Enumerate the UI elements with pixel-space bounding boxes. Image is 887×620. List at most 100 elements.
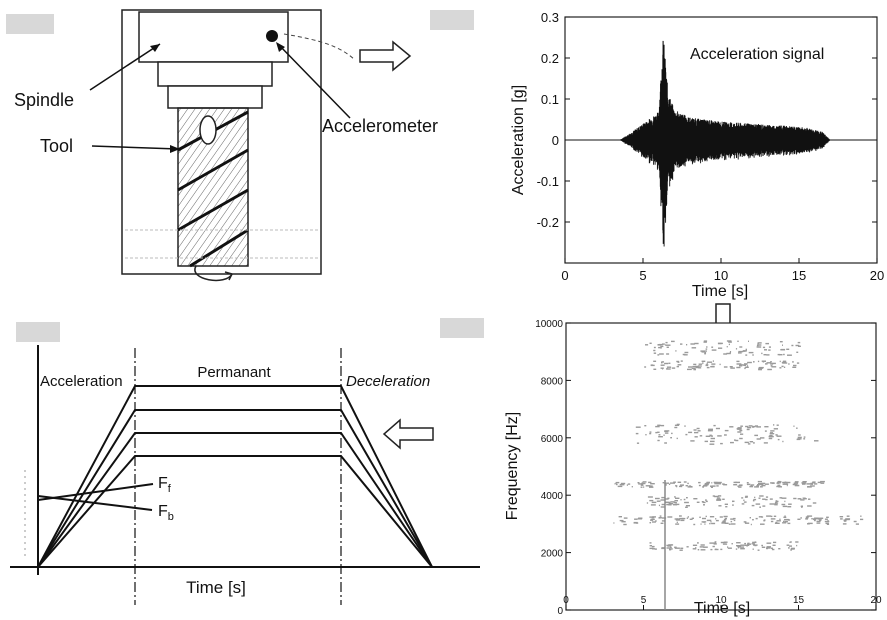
tool-body (177, 107, 249, 267)
spectrogram-cell (645, 344, 649, 346)
spectrogram-cell (623, 523, 627, 526)
spectrogram-cell (649, 432, 652, 435)
spectrogram-cell (744, 441, 749, 444)
spectrogram-cell (699, 546, 705, 548)
spectrogram-cell (621, 521, 626, 523)
spectrogram-cell (766, 546, 771, 548)
spectrogram-cell (778, 354, 783, 356)
spectrogram-cell (749, 517, 751, 519)
spectrogram-cell (740, 425, 743, 427)
spectrogram-cell (808, 498, 811, 500)
spectrogram-cell (760, 523, 765, 525)
spectrogram-cell (684, 351, 689, 354)
spectrogram-cell (680, 519, 685, 522)
spectrogram-cell (616, 483, 618, 486)
spectrogram-cell (700, 523, 702, 525)
spectrogram-cell (713, 481, 718, 484)
spectrogram-cell (671, 432, 673, 435)
spectrogram-cell (675, 350, 677, 352)
spectrogram-cell (724, 429, 729, 432)
spectrogram-cell (814, 440, 819, 442)
spectrogram-cell (664, 430, 670, 432)
spectrogram-y-tick-label: 6000 (541, 434, 564, 445)
spectrogram-cell (709, 516, 715, 518)
spectrogram-cell (726, 340, 732, 342)
spectrogram-cell (736, 363, 742, 365)
spectrogram-cell (730, 441, 734, 444)
spectrogram-cell (794, 481, 799, 483)
spectrogram-cell (737, 485, 740, 487)
spectrogram-cell (720, 541, 726, 544)
spectrogram-cell (732, 504, 734, 506)
spectrogram-cell (760, 437, 765, 439)
spectrogram-cell (742, 350, 747, 352)
spectrogram-cell (693, 429, 697, 431)
force-x-axis-label: Time [s] (186, 578, 246, 597)
signal-y-tick-label: -0.2 (537, 215, 559, 230)
spectrogram-cell (662, 343, 665, 345)
spectrogram-cell (758, 497, 761, 499)
spectrogram-cell (733, 519, 736, 522)
spectrogram-cell (766, 515, 772, 517)
spectrogram-cell (700, 544, 705, 546)
spectrogram-cell (768, 346, 771, 348)
spectrogram-cell (815, 518, 819, 520)
spectrogram-cell (690, 440, 695, 442)
spectrogram-cell (765, 363, 768, 365)
spectrogram-cell (753, 544, 758, 546)
spectrogram-cell (689, 518, 693, 520)
spectrogram-cell (668, 362, 671, 364)
ff-label: Ff (158, 475, 172, 495)
spectrogram-cell (707, 430, 713, 432)
flow-arrow-left-icon (382, 418, 434, 450)
spectrogram-cell (670, 546, 672, 548)
spectrogram-cell (619, 519, 624, 522)
spectrogram-cell (675, 523, 680, 525)
spectrogram-cell (735, 481, 740, 484)
spectrogram-cell (816, 522, 821, 524)
spectrogram-cell (784, 500, 786, 503)
spectrogram-cell (650, 504, 656, 506)
spectrogram-cell (690, 343, 695, 345)
spectrogram-cell (782, 505, 788, 508)
spectrogram-cell (657, 344, 661, 346)
spectrogram-cell (676, 365, 679, 368)
spectrogram-cell (676, 360, 680, 363)
spectrogram-cell (676, 521, 678, 523)
spectrogram-x-tick-label: 15 (793, 595, 805, 606)
spectrogram-cell (786, 483, 789, 485)
spectrogram-cell (653, 352, 657, 354)
spectrogram-cell (703, 484, 708, 487)
spectrogram-cell (724, 503, 728, 505)
spectrogram-cell (756, 438, 761, 440)
spectrogram-cell (717, 495, 722, 497)
spectrogram-cell (686, 546, 689, 548)
spectrogram-cell (649, 499, 654, 502)
spectrogram-cell (694, 365, 699, 368)
spectrogram-cell (755, 517, 758, 520)
signal-x-tick-label: 10 (714, 268, 728, 283)
spectrogram-cell (756, 485, 759, 487)
spectrogram-cell (664, 442, 667, 444)
spectrogram-cell (786, 348, 790, 350)
spectrogram-cell (783, 353, 785, 356)
spectrogram-cell (685, 485, 688, 487)
spectrogram-cell (780, 349, 786, 351)
spectrogram-cell (756, 426, 761, 428)
spectrogram-cell (743, 521, 747, 523)
spectrogram-cell (739, 346, 743, 348)
spectrogram-cell (763, 519, 766, 521)
spectrogram-cell (843, 519, 846, 521)
spectrogram-cell (784, 518, 790, 521)
spectrogram-cell (796, 427, 798, 429)
spectrogram-cell (747, 426, 752, 429)
spectrogram-cell (744, 363, 748, 365)
spectrogram-cell (721, 521, 726, 523)
spectrogram-cell (674, 500, 678, 502)
spectrogram-cell (762, 498, 766, 500)
spectrogram-cell (676, 437, 678, 440)
spectrogram-cell (846, 515, 850, 517)
spectrogram-cell (660, 345, 664, 348)
spectrogram-cell (753, 543, 755, 546)
